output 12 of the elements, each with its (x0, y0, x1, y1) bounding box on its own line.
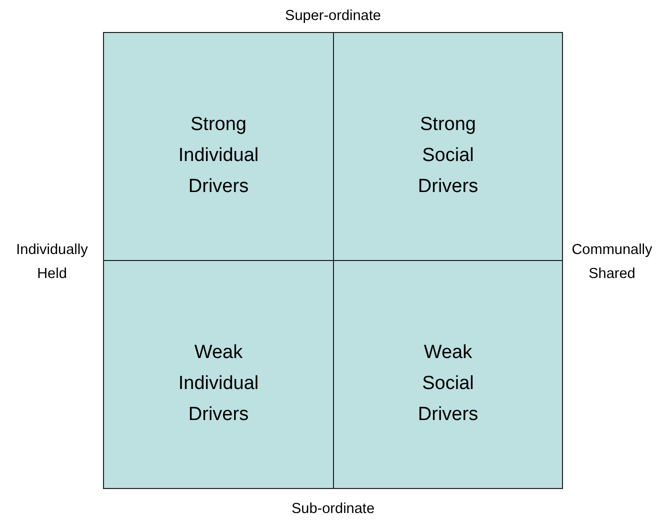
axis-label: Communally Shared (570, 241, 654, 284)
axis-label: Sub-ordinate (290, 500, 376, 519)
axis-label: Super-ordinate (284, 7, 382, 26)
quadrant-box (333, 32, 563, 261)
quadrant-label: Strong Social Drivers (416, 113, 480, 199)
quadrant-label: Weak Individual Drivers (177, 341, 260, 427)
quadrant-label: Strong Individual Drivers (177, 113, 260, 199)
quadrant-box (333, 260, 563, 489)
quadrant-box (103, 260, 334, 489)
quadrant-box (103, 32, 334, 261)
axis-label: Individually Held (15, 241, 89, 284)
quadrant-label: Weak Social Drivers (416, 341, 480, 427)
